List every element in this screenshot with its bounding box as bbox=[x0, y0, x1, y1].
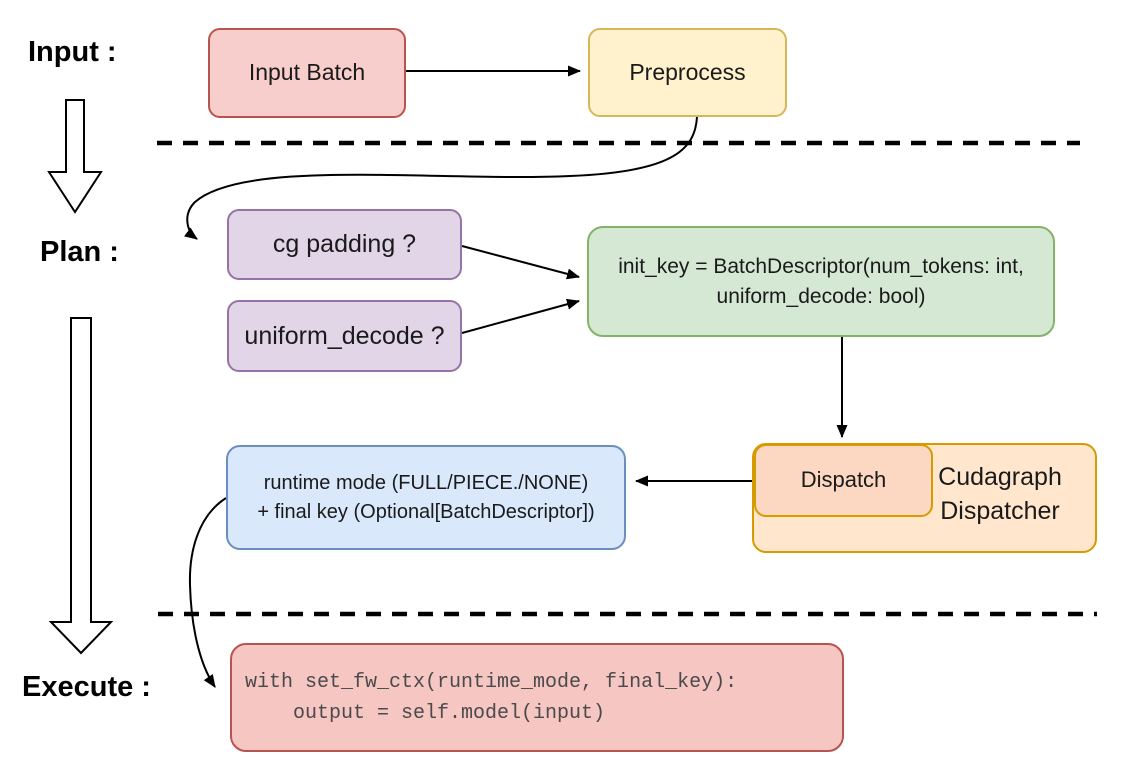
execute-phase-label: Execute : bbox=[22, 671, 151, 703]
node-init-key-line1: init_key = BatchDescriptor(num_tokens: i… bbox=[618, 254, 1024, 278]
node-preprocess: Preprocess bbox=[588, 28, 787, 117]
node-runtime-mode-line1: runtime mode (FULL/PIECE./NONE) bbox=[263, 471, 589, 494]
node-uniform-decode: uniform_decode ? bbox=[227, 300, 462, 372]
node-cg-padding-label: cg padding ? bbox=[272, 230, 417, 259]
input-to-plan-arrow-icon bbox=[47, 99, 103, 214]
node-cg-padding: cg padding ? bbox=[227, 209, 462, 280]
node-input-batch: Input Batch bbox=[208, 28, 406, 118]
node-cudagraph-dispatcher-line1: Cudagraph bbox=[938, 463, 1062, 491]
arrow-cgpadding-to-initkey bbox=[461, 245, 580, 280]
plan-to-execute-arrow-icon bbox=[48, 317, 114, 655]
node-cudagraph-dispatcher-line2: Dispatcher bbox=[940, 497, 1060, 525]
arrow-runtimemode-to-code bbox=[188, 497, 227, 688]
arrow-uniformdecode-to-initkey bbox=[461, 298, 580, 334]
node-uniform-decode-label: uniform_decode ? bbox=[244, 321, 445, 350]
node-runtime-mode-line2: + final key (Optional[BatchDescriptor]) bbox=[257, 500, 595, 523]
node-input-batch-label: Input Batch bbox=[248, 59, 366, 86]
node-execute-code-line2: output = self.model(input) bbox=[245, 701, 606, 725]
node-execute-code-line1: with set_fw_ctx(runtime_mode, final_key)… bbox=[245, 670, 738, 694]
node-execute-code: with set_fw_ctx(runtime_mode, final_key)… bbox=[230, 643, 844, 752]
node-dispatch: Dispatch bbox=[754, 444, 933, 517]
input-phase-label: Input : bbox=[28, 36, 117, 68]
node-runtime-mode: runtime mode (FULL/PIECE./NONE) + final … bbox=[226, 445, 626, 550]
node-dispatch-label: Dispatch bbox=[800, 467, 887, 493]
plan-phase-label: Plan : bbox=[40, 236, 119, 268]
node-init-key: init_key = BatchDescriptor(num_tokens: i… bbox=[587, 226, 1055, 337]
node-cudagraph-dispatcher-label: Cudagraph Dispatcher bbox=[911, 460, 1089, 528]
node-init-key-line2: uniform_decode: bool) bbox=[716, 284, 926, 308]
node-preprocess-label: Preprocess bbox=[629, 58, 746, 85]
